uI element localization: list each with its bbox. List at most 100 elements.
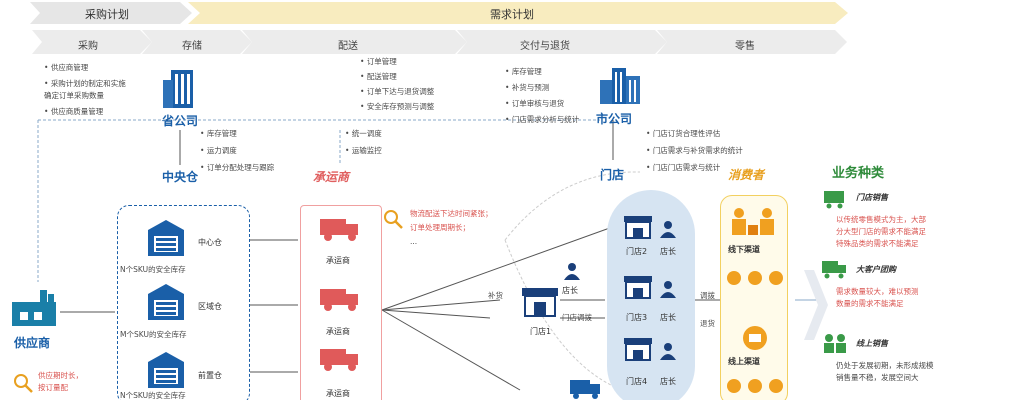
carrier-side-3: ... [410,237,418,246]
carrier-item-2: 承运商 [326,327,350,336]
city-mid-note-3: • 订单下达与退货调整 [360,87,435,96]
consumer-people-icon [727,271,783,285]
factory-icon [12,290,56,326]
business-desc-1: 以传统零售模式为主，大部 分大型门店的需求不能满足 特殊品类的需求不能满足 [836,215,926,248]
online-icon [743,326,767,350]
people-icon-green [824,334,846,353]
truck-icon-2 [320,289,358,311]
procurement-plan-label: 采购计划 [85,8,129,21]
shopping-icon [732,208,774,235]
supplier-label: 供应商 [14,336,51,350]
carrier-note-2: • 运输监控 [345,146,382,155]
warehouse-icon-2 [148,284,184,320]
provincial-note-3: • 订单分配处理与跟踪 [200,163,275,172]
store-icon-1 [522,288,558,317]
warehouse-desc-2: M个SKU的安全库存 [120,330,187,339]
truck-icon-1 [320,219,358,241]
provincial-note-1: • 库存管理 [200,129,237,138]
stage-label-5: 零售 [735,41,755,52]
cart-icon [824,191,844,209]
demand-plan-label: 需求计划 [490,8,534,21]
city-mid-note-2: • 配送管理 [360,72,397,81]
city-side-note-3: • 门店门店需求与统计 [646,163,721,172]
person-icon [564,263,580,280]
business-desc-3: 仍处于发展初期，未形成规模 销售量不稳，发展空间大 [836,361,934,382]
building-icon [163,70,193,108]
flow-replenish: 补货 [488,291,503,300]
stage-band-4 [457,30,667,54]
city-side-note-2: • 门店需求与补货需求的统计 [646,146,743,155]
store-icon-4 [624,338,652,361]
supplier-note-1: • 供应商管理 [44,63,89,72]
store-role-2: 店长 [660,247,676,256]
warehouse-desc-1: N个SKU的安全库存 [120,265,186,274]
provincial-label: 省公司 [162,114,199,128]
city-building-icon [600,68,640,104]
flow-return: 退货 [700,319,715,328]
person-icon [660,281,676,298]
stage-band-5 [657,30,847,54]
stage-band-1 [32,30,152,54]
flow-transfer: 调拨 [700,291,715,300]
city-top-note-3: • 订单审核与退货 [505,99,565,108]
online-channel: 线上渠道 [728,357,760,366]
warehouse-name-1: 中心仓 [198,238,222,247]
central-wh-label: 中央仓 [162,170,199,184]
provincial-note-2: • 运力调度 [200,146,237,155]
consumer-people-icon-2 [727,379,783,393]
stage-band-2 [142,30,252,54]
store-icon-3 [624,276,652,299]
truck-icon-green [822,261,846,279]
supplier-note-2: • 采购计划的制定和实施 确定订单采购数量 [44,79,126,100]
stage-label-1: 采购 [78,41,98,52]
city-label: 市公司 [596,112,633,126]
city-top-note-2: • 补货与预测 [505,83,550,92]
warehouse-icon-1 [148,220,184,256]
city-mid-note-4: • 安全库存预测与调整 [360,102,435,111]
carrier-label: 承运商 [313,170,350,184]
store-role-1: 店长 [562,286,578,295]
business-type-2: 大客户团购 [856,265,896,274]
carrier-side-2: 订单处理周期长； [410,223,470,232]
business-type-1: 门店销售 [856,193,888,202]
carrier-side-1: 物流配送下达时间紧张； [410,209,493,218]
chevron-right-icon [804,270,828,340]
city-side-note-1: • 门店订货合理性评估 [646,129,721,138]
city-top-note-4: • 门店需求分析与统计 [505,115,580,124]
magnifier-icon [384,210,403,229]
store-role-3: 店长 [660,313,676,322]
carrier-item-1: 承运商 [326,256,350,265]
procurement-plan-band [30,2,192,24]
warehouse-name-3: 前置仓 [198,371,222,380]
stage-band-3 [242,30,467,54]
store-name-3: 门店3 [626,313,648,322]
central-wh-box [117,205,250,400]
demand-plan-band [188,2,848,24]
offline-channel: 线下渠道 [728,245,760,254]
city-mid-note-1: • 订单管理 [360,57,397,66]
warehouse-desc-3: N个SKU的安全库存 [120,391,186,400]
store-name-2: 门店2 [626,247,648,256]
person-icon [660,221,676,238]
magnifier-icon [14,374,33,393]
store-name-4: 门店4 [626,377,648,386]
store-icon-2 [624,216,652,239]
store-cluster-label: 门店 [600,168,625,182]
warehouse-name-2: 区域仓 [198,302,222,311]
carrier-item-3: 承运商 [326,389,350,398]
truck-icon-3 [320,349,358,371]
store-name-1: 门店1 [530,327,552,336]
phase-bands [30,2,848,54]
business-desc-2: 需求数量较大，难以预测 数量的需求不能满足 [836,287,919,308]
consumer-label: 消费者 [728,168,765,182]
store-transfer-label: 门店调拨 [562,313,592,322]
stage-label-2: 存储 [182,41,202,52]
truck-icon-blue [570,380,600,399]
warehouse-icon-3 [148,352,184,388]
store-role-4: 店长 [660,377,676,386]
business-type-3: 线上销售 [856,339,888,348]
supplier-note-3: • 供应商质量管理 [44,107,104,116]
carrier-box [300,205,382,400]
supplier-note: 供应期时长， 按订量配 [38,371,83,392]
